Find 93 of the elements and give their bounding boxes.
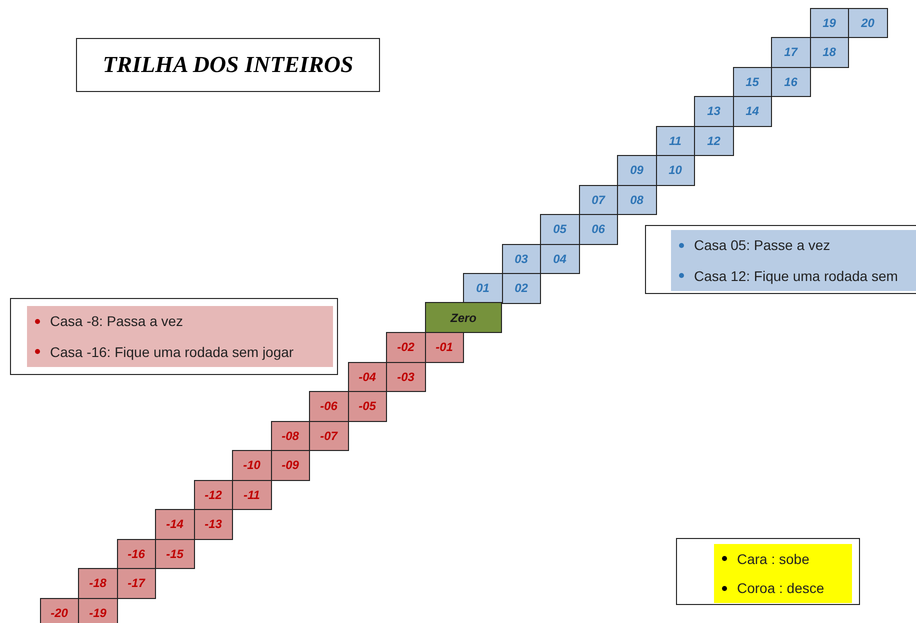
square-number: 11 [669,134,682,148]
square-number: -07 [320,428,338,443]
square-number: 15 [746,74,759,89]
square-number: -18 [89,576,106,590]
square-number: 03 [514,252,528,266]
board-square [810,37,849,68]
square-number: -08 [282,428,299,443]
square-number: -14 [166,517,184,532]
board-square [771,66,810,97]
square-number: 12 [707,134,720,148]
board-square [617,184,656,215]
square-number: 16 [784,74,798,89]
square-number: 05 [553,222,566,236]
board-square [194,480,233,510]
square-number: -01 [436,340,453,354]
square-number: -03 [397,370,414,384]
board-square [656,155,695,186]
board-square [463,273,502,304]
board-square [848,8,888,38]
square-number: -06 [320,399,338,414]
board-square [694,126,734,156]
square-number: 17 [784,45,798,60]
square-number: 20 [861,16,874,30]
square-number: 02 [514,281,528,296]
board-square [309,420,348,451]
board-square [78,568,118,598]
board-square [348,391,387,422]
square-number: -09 [282,458,299,472]
board-square [424,332,464,362]
square-number: Zero [450,310,476,324]
note-box [645,225,916,294]
square-number: -11 [244,488,260,502]
square-number: 19 [822,16,836,30]
square-number: 01 [476,281,490,296]
board-square [232,480,272,510]
board-square [771,37,810,68]
board-square [502,244,541,274]
board-square [232,450,272,480]
square-number: 06 [592,222,605,236]
board-square [309,391,348,422]
square-number: -04 [358,370,376,384]
board-square [656,126,695,156]
square-number: -05 [358,399,376,414]
square-number: -13 [204,517,222,532]
board-square [270,450,310,480]
board-square [694,96,734,126]
square-number: 13 [707,104,720,118]
rule-text: Coroa : desce [737,580,824,596]
board-square [502,273,541,304]
board-square [116,568,156,598]
board-square [116,538,156,569]
board-square [810,8,849,38]
rule-text: Casa -8: Passa a vez [50,313,184,330]
square-number: 09 [630,163,644,178]
board-square [386,362,426,392]
square-number: 18 [822,45,836,60]
square-number: -15 [166,546,184,561]
board-square [578,214,618,244]
board-square [348,362,387,392]
square-number: -16 [128,546,145,561]
square-number: -10 [243,458,260,472]
square-number: 04 [553,252,566,266]
square-number: 10 [668,163,682,178]
square-number: -02 [397,340,414,354]
rule-text: Casa 05: Passe a vez [694,237,830,254]
rule-text: Casa -16: Fique uma rodada sem jogar [50,344,294,360]
board-square [155,538,194,569]
note-box [10,298,338,375]
square-number: -12 [204,488,222,502]
board-square [732,96,772,126]
board-square [540,244,580,274]
board-square [40,598,79,623]
start-square [425,302,502,333]
board-square [386,332,426,362]
square-number: 07 [592,192,605,207]
board-square [270,420,310,451]
note-box [676,538,860,605]
board-square [617,155,656,186]
square-number: -20 [50,606,68,620]
title-text: TRILHA DOS INTEIROS [102,52,354,78]
board-square [578,184,618,215]
board-square [540,214,580,244]
title-box [76,38,380,92]
square-number: -19 [89,606,106,620]
square-number: 08 [630,192,644,207]
square-number: 14 [746,104,759,118]
rule-text: Cara : sobe [737,550,810,567]
board-square [194,509,233,540]
square-number: -17 [128,576,145,590]
board-square [78,598,118,623]
board-square [155,509,194,540]
board-square [732,66,772,97]
rule-text: Casa 12: Fique uma rodada sem [694,268,898,284]
